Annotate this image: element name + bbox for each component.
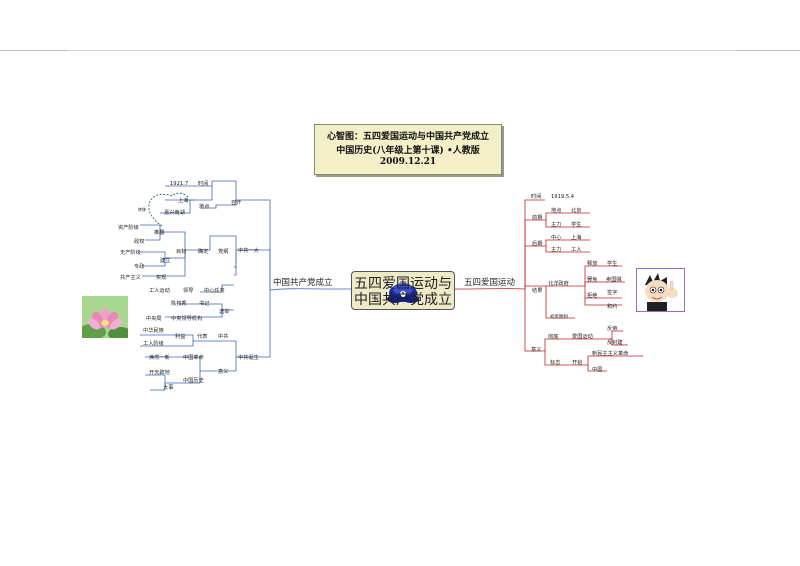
node-sign: 签字: [607, 288, 617, 296]
node-release: 释放: [587, 259, 598, 267]
node-place-left: 地点: [199, 202, 209, 210]
node-main-force-1: 主力: [551, 220, 561, 228]
node-jiaxing: 嘉兴南湖: [164, 208, 185, 216]
node-lead: 领导: [183, 286, 193, 294]
node-build: 建立: [160, 256, 170, 264]
node-overthrow: 推翻: [154, 228, 164, 236]
node-interests: 利益: [175, 332, 185, 340]
node-anti-feudal: 反封建: [607, 338, 623, 346]
node-convene: 召开: [231, 199, 241, 206]
node-history: 中国历史: [183, 376, 204, 384]
node-cpc: 中共: [218, 332, 228, 340]
node-chen-duxiu: 陈独秀: [171, 299, 187, 307]
blue-flower-icon: [387, 283, 419, 303]
node-nation: 中华民族: [143, 326, 165, 334]
node-epoch: 开天辟地: [149, 368, 170, 376]
left-connector-lines: [140, 180, 352, 391]
node-represent: 代表: [197, 332, 208, 340]
node-students-2: 学生: [607, 259, 617, 267]
node-significance: 意义: [531, 345, 541, 353]
node-thorough: 彻底: [548, 332, 558, 340]
title-box: 心智图：五四爱国运动与中国共产党成立 中国历史(八年级上第十课) •人教版 20…: [314, 124, 502, 175]
node-communism: 共产主义: [120, 273, 141, 281]
title-line-1: 心智图：五四爱国运动与中国共产党成立: [326, 132, 489, 142]
node-working-class: 工人阶级: [143, 339, 164, 347]
node-china: 中国: [592, 365, 602, 373]
transfer-dashed-link-2: [171, 192, 189, 198]
center-topic-line-1: 五四爱国运动与: [354, 276, 452, 292]
node-center-right: 中心: [551, 233, 561, 241]
node-central-task: 中心任务: [204, 286, 225, 294]
node-secretary: 书记: [199, 299, 209, 307]
node-realize: 实现: [156, 273, 166, 281]
node-shanghai-right: 上海: [571, 233, 581, 241]
node-patriotic: 爱国运动: [572, 332, 593, 340]
node-time-right: 时间: [531, 192, 541, 200]
node-determine: 确定: [198, 247, 208, 255]
node-time-left: 时间: [198, 179, 208, 187]
node-main-force-2: 主力: [551, 245, 561, 253]
transfer-dashed-link: [148, 193, 173, 227]
node-dismiss: 罢免: [587, 275, 597, 283]
node-leading-body: 中央领导机构: [171, 314, 202, 322]
top-rule-middle: [66, 50, 736, 51]
node-marks: 标志: [550, 358, 560, 366]
node-party-program: 党纲: [218, 247, 228, 255]
title-line-2: 中国历史(八年级上第十课) •人教版: [336, 146, 480, 156]
node-workers: 工人: [571, 246, 581, 253]
node-date-1921: 1921.7: [170, 181, 188, 187]
node-proletariat: 无产阶级: [120, 248, 141, 256]
left-branch-label: 中国共产党成立: [273, 278, 333, 288]
node-result: 结果: [532, 286, 542, 294]
node-dictatorship: 专政: [134, 262, 145, 270]
node-goal: 目标: [176, 247, 186, 255]
node-begin: 开始: [572, 358, 583, 366]
center-topic: 五四爱国运动与 中国共产党成立: [351, 271, 455, 310]
node-bourgeoisie: 资产阶级: [118, 223, 139, 231]
node-place-right: 地点: [551, 206, 561, 214]
node-cpc-birth: 中共诞生: [238, 353, 259, 361]
lotus-image: [82, 296, 128, 338]
node-students: 学生: [571, 220, 581, 228]
node-peace-treaty: 和约: [607, 302, 617, 310]
node-beiyang-gov: 北洋政府: [548, 279, 569, 287]
node-workers-movement: 工人运动: [149, 286, 170, 294]
title-line-3: 2009.12.21: [379, 157, 437, 167]
node-refuse: 拒绝: [587, 291, 597, 299]
node-initial-victory: 初步胜利: [550, 313, 568, 320]
node-traitors: 卖国贼: [606, 275, 622, 283]
left-labels: 1921.7 时间 上海 召开 地点 嘉兴南湖 转移 推翻 资产阶级 政权 建立…: [118, 179, 259, 391]
node-regime: 政权: [134, 237, 145, 245]
node-big-event: 大事: [163, 383, 173, 391]
node-transfer: 转移: [138, 206, 146, 212]
right-connector-lines: [452, 199, 643, 372]
node-late: 后期: [532, 239, 542, 247]
node-early: 前期: [532, 213, 542, 221]
node-anti-imperial: 反帝: [607, 324, 617, 332]
node-elect: 选举: [219, 307, 230, 315]
top-rule-right: [736, 50, 800, 51]
top-rule-left: [0, 50, 66, 51]
node-significance-left: 意义: [218, 367, 228, 375]
node-revolution: 中国革命: [183, 353, 205, 361]
node-central-bureau: 中央局: [146, 314, 162, 322]
center-topic-line-2: 中国共产党成立: [354, 292, 452, 308]
node-cpc-first: 中共一大: [238, 246, 259, 254]
node-beijing: 北京: [571, 206, 581, 214]
astro-boy-image: [636, 268, 685, 312]
node-new-democratic: 新民主主义革命: [592, 349, 629, 357]
node-date-1919: 1919.5.4: [551, 194, 575, 200]
node-brand-new: 焕然一新: [149, 353, 170, 361]
right-branch-label: 五四爱国运动: [464, 278, 516, 288]
right-labels: 时间 1919.5.4 前期 地点 北京 主力 学生 后期 中心 上海 主力 工…: [531, 192, 629, 373]
node-shanghai-left: 上海: [178, 196, 188, 204]
